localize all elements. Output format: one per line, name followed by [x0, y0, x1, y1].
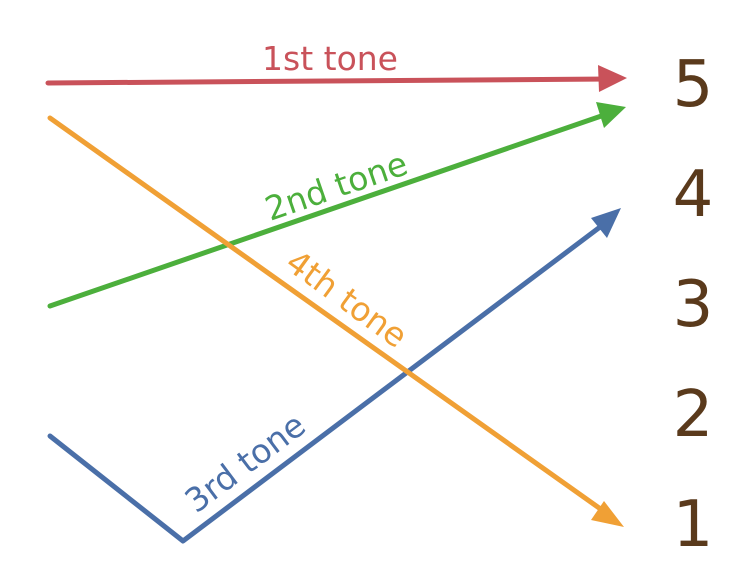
tone-1-label: 1st tone	[262, 39, 398, 78]
tone-1-line	[45, 76, 613, 86]
pitch-scale: 5 4 3 2 1	[673, 48, 714, 562]
tone-2-arrowhead	[596, 102, 626, 128]
tone-4-line	[47, 115, 612, 518]
pitch-level-1: 1	[673, 488, 714, 562]
pitch-level-4: 4	[673, 158, 714, 232]
pitch-level-5: 5	[673, 48, 714, 122]
tone-1-arrowhead	[598, 65, 627, 92]
tone-2-label: 2nd tone	[260, 144, 412, 229]
tone-4-label: 4th tone	[279, 242, 415, 356]
tone-3-arrowhead	[591, 208, 621, 238]
tone-1-contour: 1st tone	[45, 39, 627, 92]
tone-3-line	[47, 218, 611, 544]
tone-3-label: 3rd tone	[178, 405, 313, 520]
tone-3-contour: 3rd tone	[47, 208, 621, 544]
tone-2-line	[47, 110, 613, 309]
tone-4-arrowhead	[591, 501, 624, 527]
pitch-level-3: 3	[673, 268, 714, 342]
pitch-level-2: 2	[673, 378, 714, 452]
